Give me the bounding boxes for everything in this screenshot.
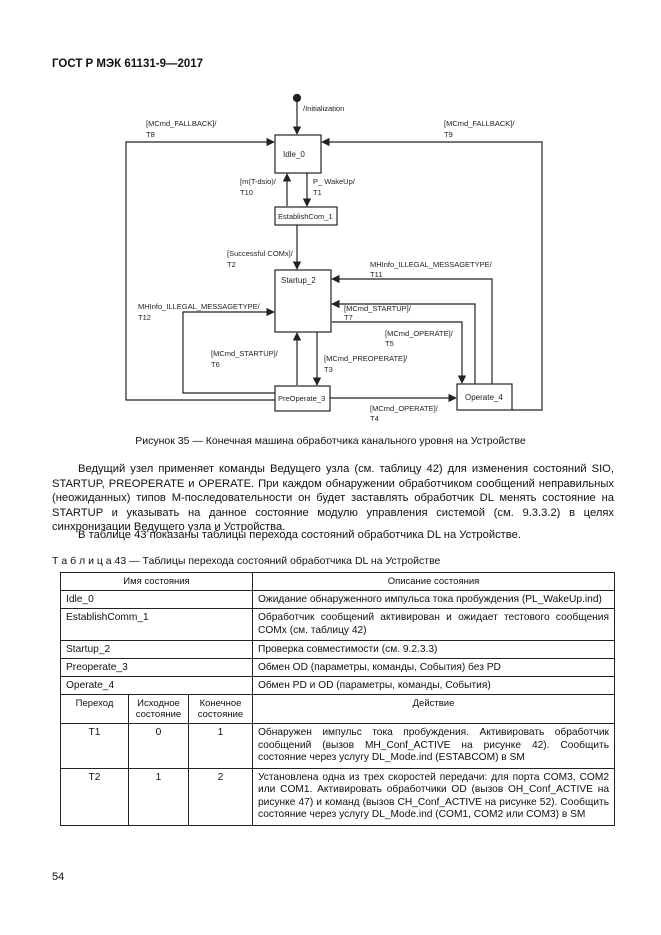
state-label-startup: Startup_2: [281, 276, 316, 285]
state-name-cell: Preoperate_3: [60, 658, 253, 677]
table-row: Preoperate_3 Обмен OD (параметры, команд…: [60, 658, 615, 677]
document-header: ГОСТ Р МЭК 61131-9—2017: [52, 58, 204, 70]
label-t2b: T2: [227, 260, 236, 269]
col-header-source-state: Исходное состояние: [128, 694, 189, 724]
col-header-target-state: Конечное состояние: [188, 694, 253, 724]
t8-arrow: [125, 137, 275, 401]
label-t2a: [Successful COMx]/: [227, 249, 294, 258]
label-t5a: [MCmd_OPERATE]/: [385, 329, 454, 338]
label-t10a: [m(T-dsio)/: [240, 177, 277, 186]
state-label-establishcom: EstablishCom_1: [278, 212, 333, 221]
label-t5b: T5: [385, 339, 394, 348]
col-header-transition: Переход: [60, 694, 129, 724]
figure-caption: Рисунок 35 — Конечная машина обработчика…: [135, 435, 526, 447]
state-description-cell: Обмен OD (параметры, команды, События) б…: [252, 658, 615, 677]
label-t12a: MHInfo_ILLEGAL_MESSAGETYPE/: [138, 302, 261, 311]
label-t4a: [MCmd_OPERATE]/: [370, 404, 439, 413]
state-name-cell: Idle_0: [60, 590, 253, 609]
state-establishcom-1: [274, 206, 338, 226]
state-description-cell: Проверка совместимости (см. 9.2.3.3): [252, 640, 615, 659]
t11-arrow: [331, 274, 493, 384]
col-header-action: Действие: [252, 694, 615, 724]
state-name-cell: Operate_4: [60, 676, 253, 695]
table-row: Operate_4 Обмен PD и OD (параметры, кома…: [60, 676, 615, 695]
label-t10b: T10: [240, 188, 253, 197]
t12-arrow: [182, 307, 275, 394]
label-t4b: T4: [370, 414, 379, 423]
label-t9a: [MCmd_FALLBACK]/: [444, 119, 515, 128]
label-t7a: [MCmd_STARTUP]/: [344, 304, 412, 313]
label-t1a: P_ WakeUp/: [313, 177, 356, 186]
col-header-state-description: Описание состояния: [252, 572, 615, 591]
t5-arrow: [332, 321, 467, 384]
source-state-cell: 0: [128, 723, 189, 769]
label-t3a: [MCmd_PREOPERATE]/: [324, 354, 408, 363]
state-machine-diagram: Idle_0 EstablishCom_1 Startup_2 PreOpera…: [125, 93, 543, 423]
state-label-preoperate: PreOperate_3: [278, 394, 325, 403]
state-description-cell: Обмен PD и OD (параметры, команды, Событ…: [252, 676, 615, 695]
t7-arrow: [331, 299, 476, 384]
state-name-cell: Startup_2: [60, 640, 253, 659]
label-t11a: MHInfo_ILLEGAL_MESSAGETYPE/: [370, 260, 493, 269]
state-operate-4: [456, 383, 513, 411]
body-paragraph-2: В таблице 43 показаны таблицы перехода с…: [78, 529, 521, 541]
state-label-operate: Operate_4: [465, 393, 503, 402]
label-t9b: T9: [444, 130, 453, 139]
target-state-cell: 2: [188, 767, 253, 826]
label-t6b: T6: [211, 360, 220, 369]
t9-arrow: [321, 137, 543, 411]
label-t6a: [MCmd_STARTUP]/: [211, 349, 279, 358]
transition-cell: T2: [60, 767, 129, 826]
table-row: EstablishComm_1 Обработчик сообщений акт…: [60, 608, 615, 641]
label-t3b: T3: [324, 365, 333, 374]
action-cell: Установлена одна из трех скоростей перед…: [252, 767, 615, 826]
state-description-cell: Обработчик сообщений активирован и ожида…: [252, 608, 615, 641]
table-header-row: Имя состояния Описание состояния: [60, 572, 615, 591]
table-row: T1 0 1 Обнаружен импульс тока пробуждени…: [60, 723, 615, 769]
state-preoperate-3: [274, 385, 331, 412]
state-transition-table: Имя состояния Описание состояния Idle_0 …: [60, 572, 615, 826]
label-t1b: T1: [313, 188, 322, 197]
body-paragraph-1: Ведущий узел применяет команды Ведущего …: [52, 463, 614, 534]
label-t8a: [MCmd_FALLBACK]/: [146, 119, 217, 128]
transition-header-row: Переход Исходное состояние Конечное сост…: [60, 694, 615, 724]
transition-cell: T1: [60, 723, 129, 769]
state-name-cell: EstablishComm_1: [60, 608, 253, 641]
col-header-state-name: Имя состояния: [60, 572, 253, 591]
label-init: /Initialization: [303, 104, 344, 113]
label-t12b: T12: [138, 313, 151, 322]
table-title: Т а б л и ц а 43 — Таблицы перехода сост…: [52, 555, 441, 567]
state-startup-2: [274, 269, 332, 333]
table-row: Startup_2 Проверка совместимости (см. 9.…: [60, 640, 615, 659]
table-row: Idle_0 Ожидание обнаруженного импульса т…: [60, 590, 615, 609]
label-t8b: T8: [146, 130, 155, 139]
label-t7b: T7: [344, 313, 353, 322]
source-state-cell: 1: [128, 767, 189, 826]
target-state-cell: 1: [188, 723, 253, 769]
label-t11b: T11: [370, 270, 382, 279]
state-description-cell: Ожидание обнаруженного импульса тока про…: [252, 590, 615, 609]
table-row: T2 1 2 Установлена одна из трех скоросте…: [60, 767, 615, 826]
state-idle-0: [274, 134, 322, 174]
page-number: 54: [52, 871, 65, 883]
action-cell: Обнаружен импульс тока пробуждения. Акти…: [252, 723, 615, 769]
initial-state-dot: [292, 93, 302, 103]
state-label-idle: Idle_0: [283, 150, 305, 159]
